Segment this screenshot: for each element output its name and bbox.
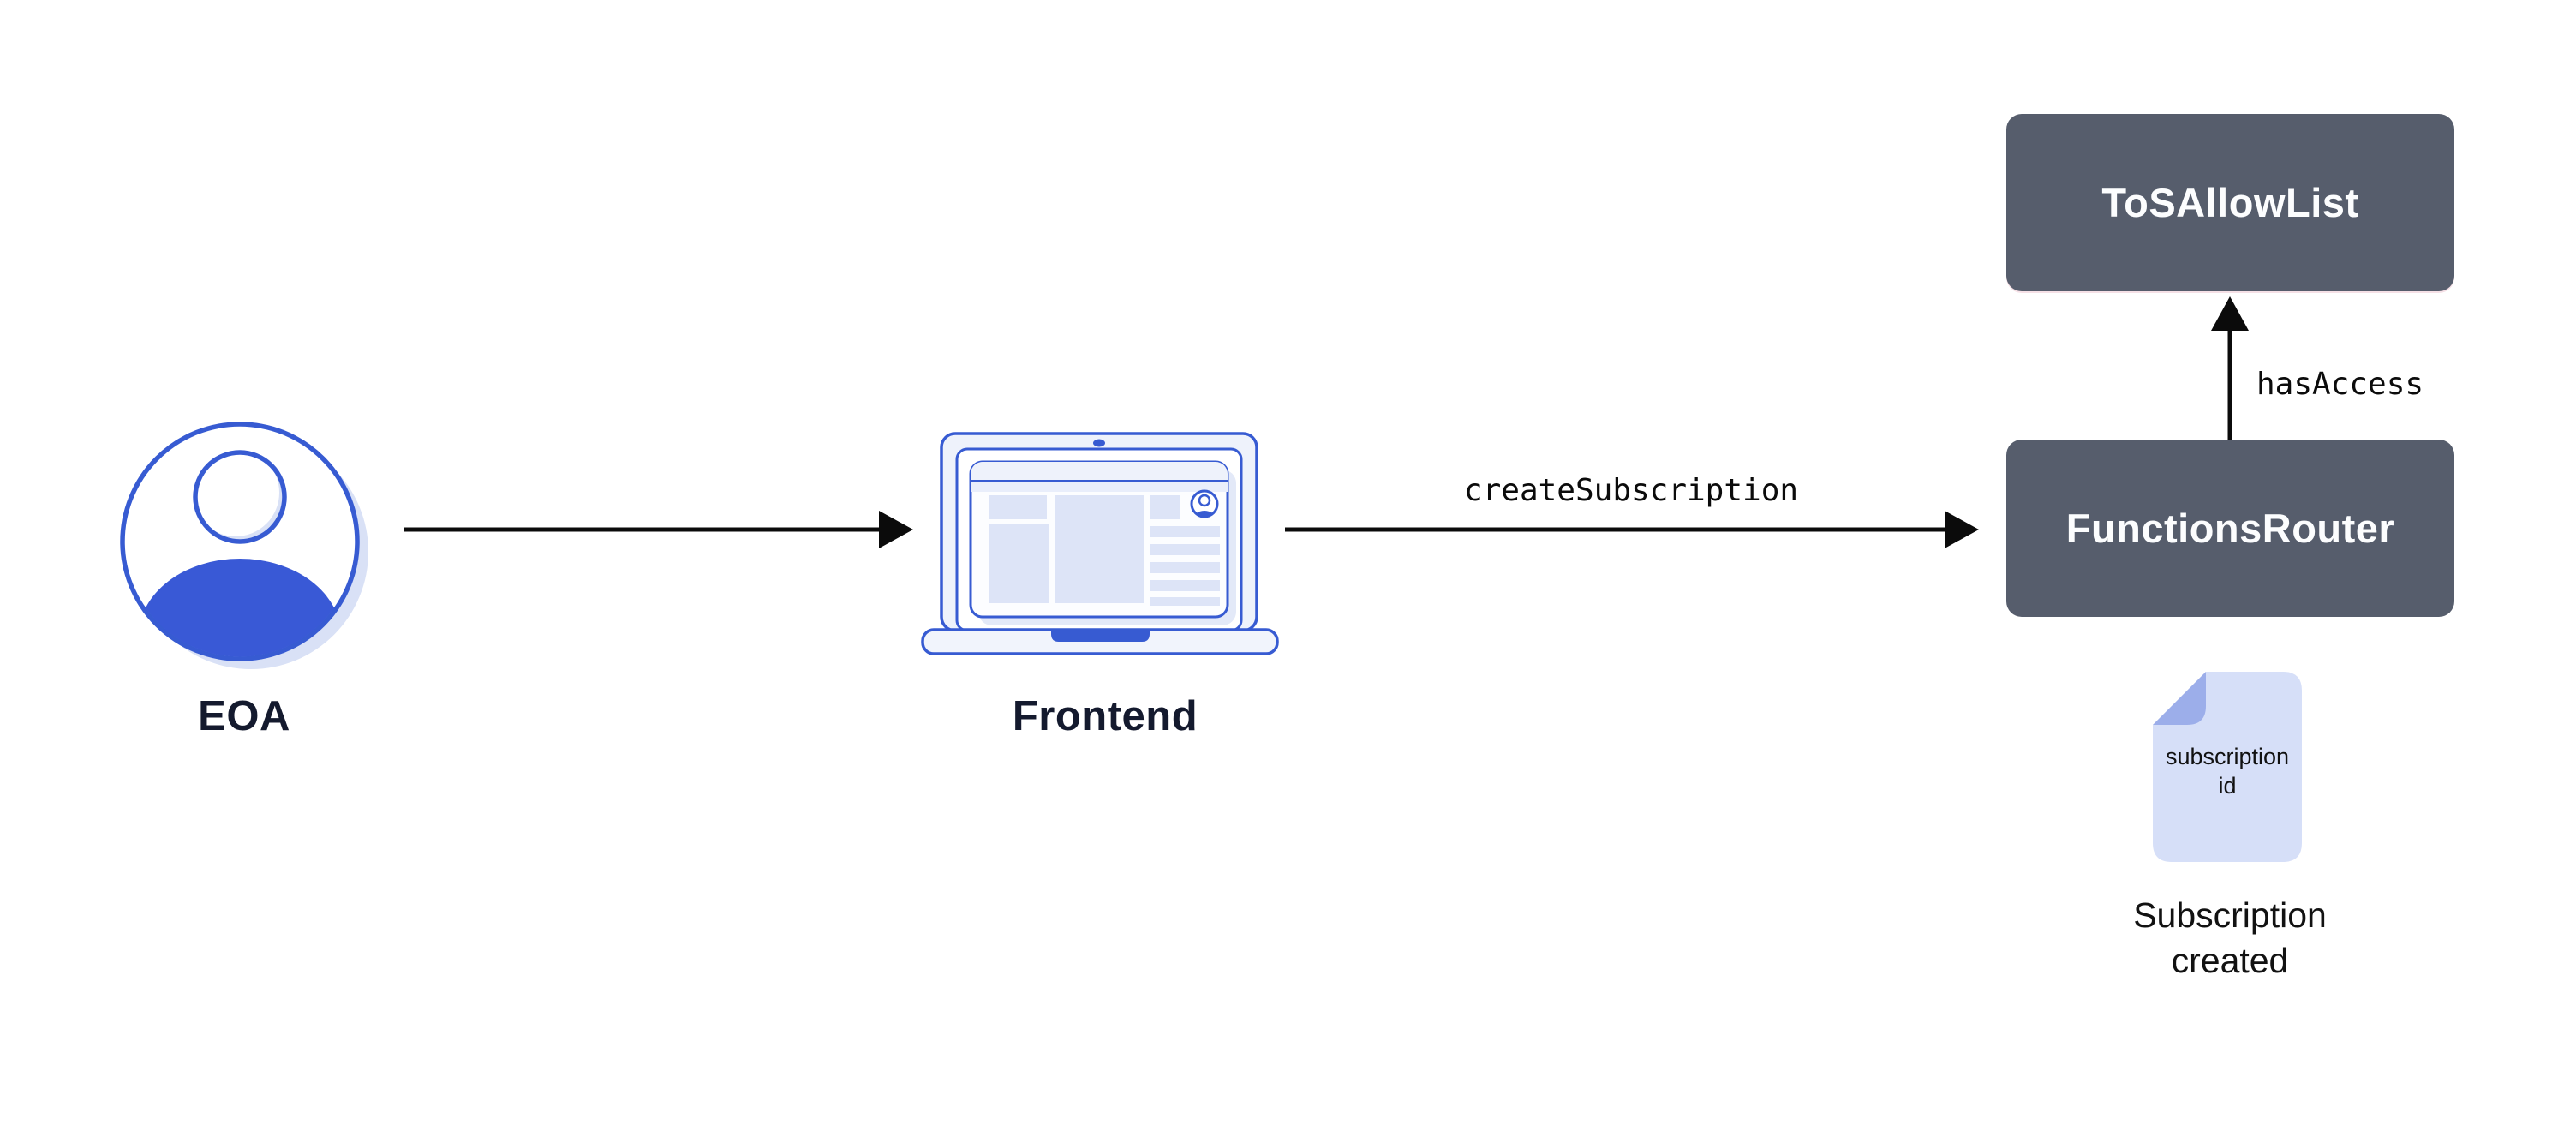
caption-line2: created xyxy=(2171,941,2289,980)
arrow-eoa-to-frontend xyxy=(404,511,913,548)
caption-line1: Subscription xyxy=(2133,895,2327,935)
frontend-node xyxy=(917,428,1294,660)
browser-avatar-icon xyxy=(1190,489,1219,518)
laptop-icon xyxy=(921,432,1279,655)
arrow-frontend-to-functions-router xyxy=(1285,511,1979,548)
subscription-created-caption: Subscription created xyxy=(2084,893,2376,984)
document-label-line1: subscription xyxy=(2165,744,2290,769)
tos-allow-list-box: ToSAllowList xyxy=(2006,114,2454,291)
document-label-line2: id xyxy=(2218,773,2237,799)
arrow-functions-router-to-tos-allow-list xyxy=(2211,296,2249,440)
functions-router-box: FunctionsRouter xyxy=(2006,440,2454,617)
document-label: subscription id xyxy=(2146,742,2309,800)
edge-label-create-subscription: createSubscription xyxy=(1463,473,1799,508)
subscription-document xyxy=(2146,668,2309,865)
tos-allow-list-label: ToSAllowList xyxy=(2101,180,2359,225)
edge-label-has-access: hasAccess xyxy=(2256,367,2424,402)
eoa-label: EOA xyxy=(198,693,290,739)
document-icon xyxy=(2153,672,2302,862)
eoa-node xyxy=(111,413,368,670)
frontend-label: Frontend xyxy=(1012,693,1198,739)
functions-router-label: FunctionsRouter xyxy=(2065,506,2395,551)
user-avatar-icon xyxy=(120,422,368,669)
